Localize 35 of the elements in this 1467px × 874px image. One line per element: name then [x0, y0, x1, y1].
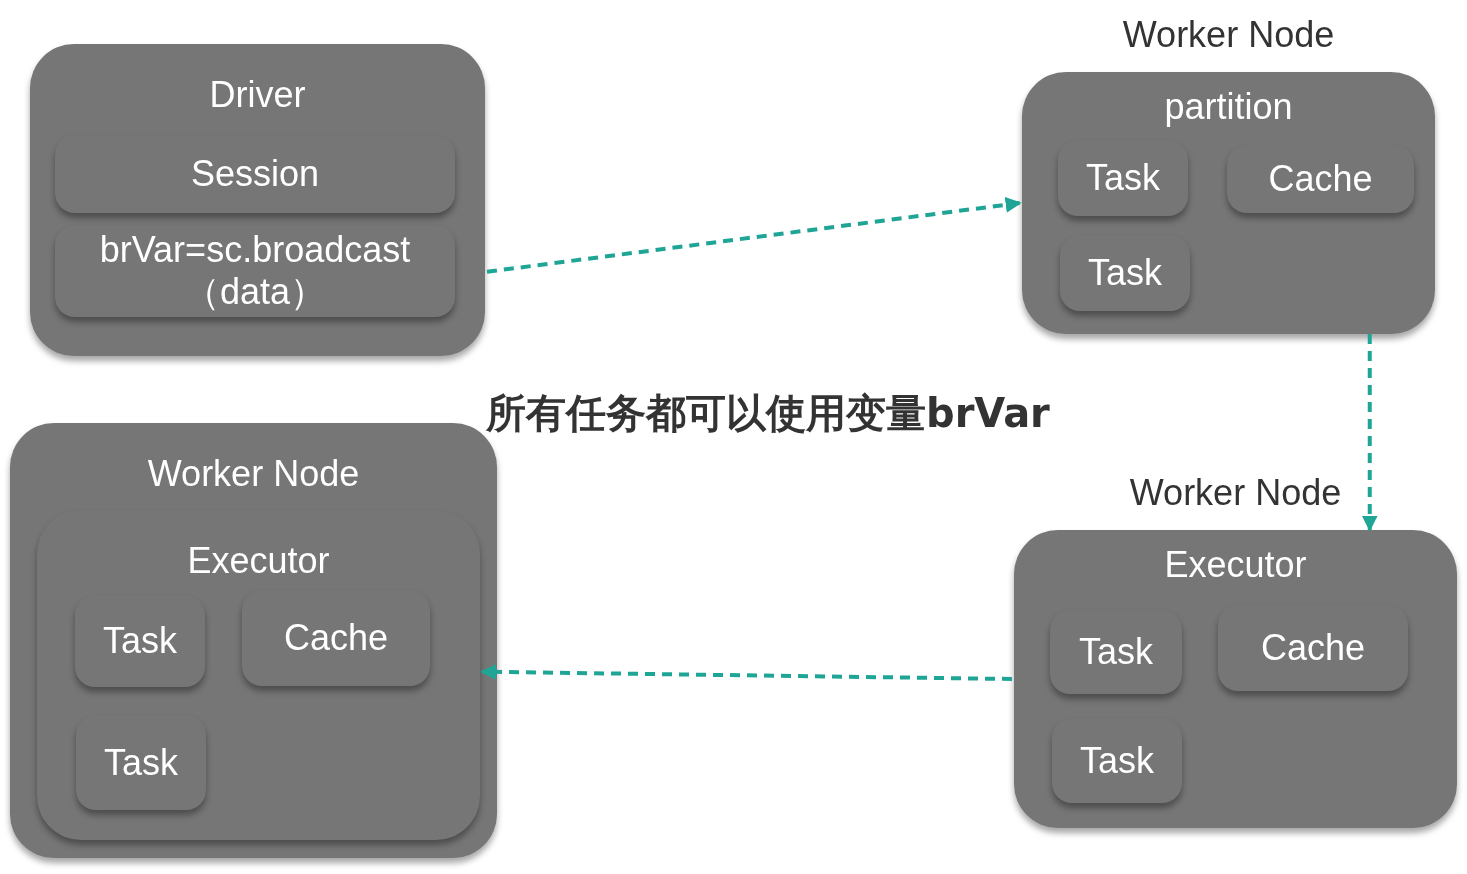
node-label: Task	[103, 620, 177, 662]
executor-box	[37, 510, 480, 840]
node-label: Session	[190, 153, 320, 195]
node-label: Task	[1086, 157, 1160, 199]
dashed-arrow	[480, 663, 1013, 681]
task-box	[1060, 235, 1190, 311]
dashed-arrow	[486, 196, 1022, 274]
note-text: 所有任务都可以使用变量brVar	[486, 389, 1050, 438]
node-label: Task	[104, 741, 178, 784]
node-title: Executor	[187, 539, 330, 583]
node-label: Cache	[1268, 158, 1373, 200]
node-heading: Worker Node	[1122, 13, 1335, 57]
driver-box	[30, 44, 485, 356]
task-box	[1058, 140, 1188, 216]
dashed-arrow	[1361, 334, 1378, 532]
node-label: brVar=sc.broadcast （data）	[98, 229, 412, 313]
node-label: Task	[1079, 631, 1153, 673]
node-title: Driver	[209, 73, 306, 117]
node-title: Executor	[1164, 543, 1307, 587]
node-label: Cache	[1260, 627, 1366, 669]
cache-box	[242, 590, 430, 686]
task-box	[76, 715, 206, 810]
broadcast-box	[55, 225, 455, 317]
node-title: Worker Node	[147, 452, 360, 496]
node-label: Task	[1088, 252, 1162, 294]
cache-box	[1218, 605, 1408, 691]
node-label: Task	[1080, 739, 1154, 782]
node-heading: Worker Node	[1129, 471, 1342, 515]
node-title: partition	[1164, 85, 1293, 129]
task-box	[1052, 718, 1182, 803]
session-box	[55, 135, 455, 213]
cache-box	[1227, 145, 1414, 213]
task-box	[1050, 610, 1182, 694]
node-label: Cache	[283, 617, 389, 659]
task-box	[75, 595, 205, 687]
